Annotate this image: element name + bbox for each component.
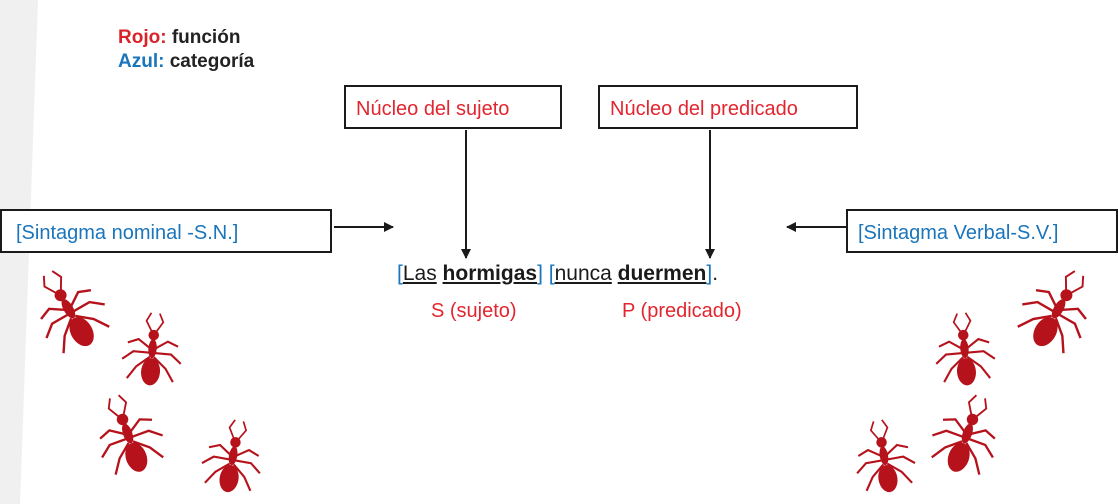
legend-blue-row: Azul: categoría [118,50,254,74]
legend-red-row: Rojo: función [118,26,254,50]
label-predicado: P (predicado) [622,300,742,322]
bracket-close-sn: ] [537,262,543,285]
word-hormigas: hormigas [442,262,538,285]
sentence-period: . [712,262,719,285]
word-duermen: duermen [617,262,707,285]
legend-red-value: función [171,27,241,48]
bracket-open-sv: [ [542,262,555,285]
legend-red-key: Rojo: [118,27,167,48]
ant-icon [119,309,186,389]
ant-icon [196,414,270,499]
ant-icon [922,384,1013,484]
ant-icon [82,384,173,484]
ant-icon [17,255,120,364]
word-nunca: nunca [554,262,612,285]
color-legend: Rojo: función Azul: categoría [118,26,254,74]
sintagma-nominal-box: [Sintagma nominal -S.N.] [0,209,332,253]
ant-icon [1007,255,1110,364]
legend-blue-key: Azul: [118,51,165,72]
bracket-open-sn: [ [397,262,403,285]
bracket-close-sv: ] [706,262,713,285]
label-sujeto: S (sujeto) [431,300,517,322]
example-sentence: [Las hormigas] [nunca duermen]. [397,262,718,286]
nucleo-predicado-box: Núcleo del predicado [598,85,858,129]
ant-icon [931,309,998,389]
word-las: Las [402,262,437,285]
sintagma-verbal-box: [Sintagma Verbal-S.V.] [846,209,1118,253]
nucleo-sujeto-box: Núcleo del sujeto [344,85,562,129]
ant-icon [847,414,921,499]
legend-blue-value: categoría [169,51,255,72]
